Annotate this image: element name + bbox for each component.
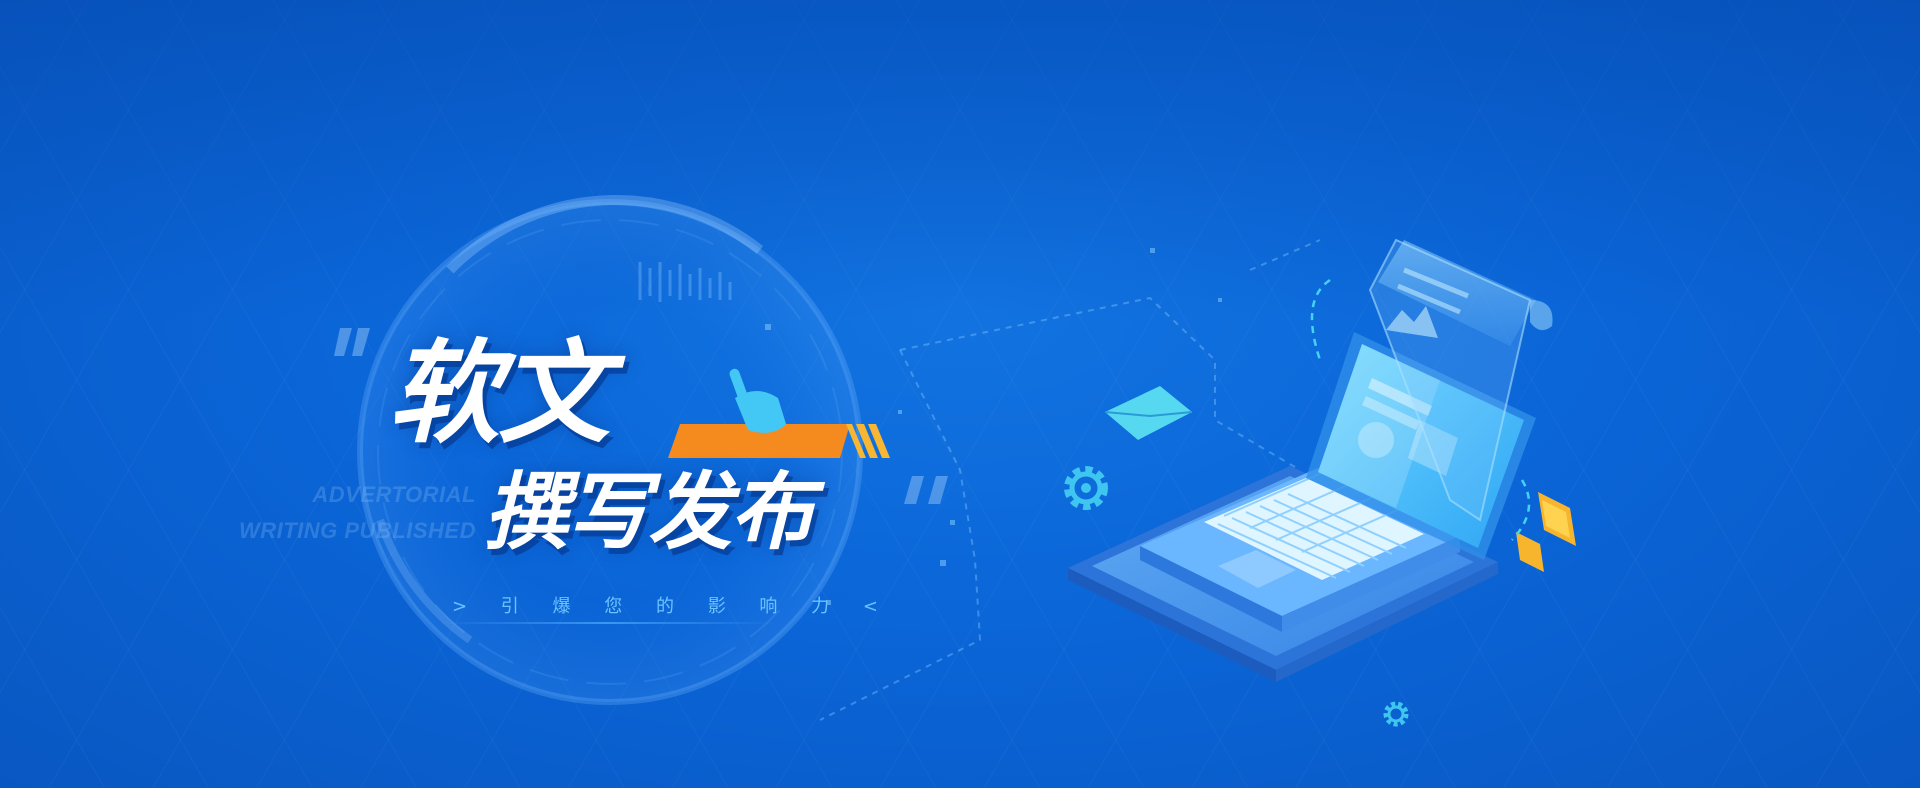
pointer-hand-icon xyxy=(729,368,786,433)
title-line-2: 撰写发布 xyxy=(484,463,814,561)
english-subtitle-line2: WRITING PUBLISHED xyxy=(238,518,476,543)
tagline: > 引 爆 您 的 影 响 力 < xyxy=(452,596,892,617)
gear-icon xyxy=(1064,466,1108,510)
title-line-1: 软文 xyxy=(388,329,610,459)
hud-ring xyxy=(357,195,863,705)
quote-open-icon xyxy=(334,328,370,356)
document-scroll-icon xyxy=(1368,238,1553,522)
envelope-icon xyxy=(1104,386,1193,440)
english-subtitle-line1: ADVERTORIAL xyxy=(312,482,476,507)
tagline-underline xyxy=(438,622,778,624)
yellow-card-icons xyxy=(1516,492,1576,572)
gear-icon-small xyxy=(1383,701,1409,727)
background-top-shade xyxy=(0,0,1920,320)
quote-close-icon xyxy=(904,476,948,504)
connector-lines xyxy=(819,239,1321,721)
pixel-dots xyxy=(765,248,1222,605)
laptop-illustration xyxy=(1068,238,1553,682)
orange-highlight-bar xyxy=(668,424,890,458)
